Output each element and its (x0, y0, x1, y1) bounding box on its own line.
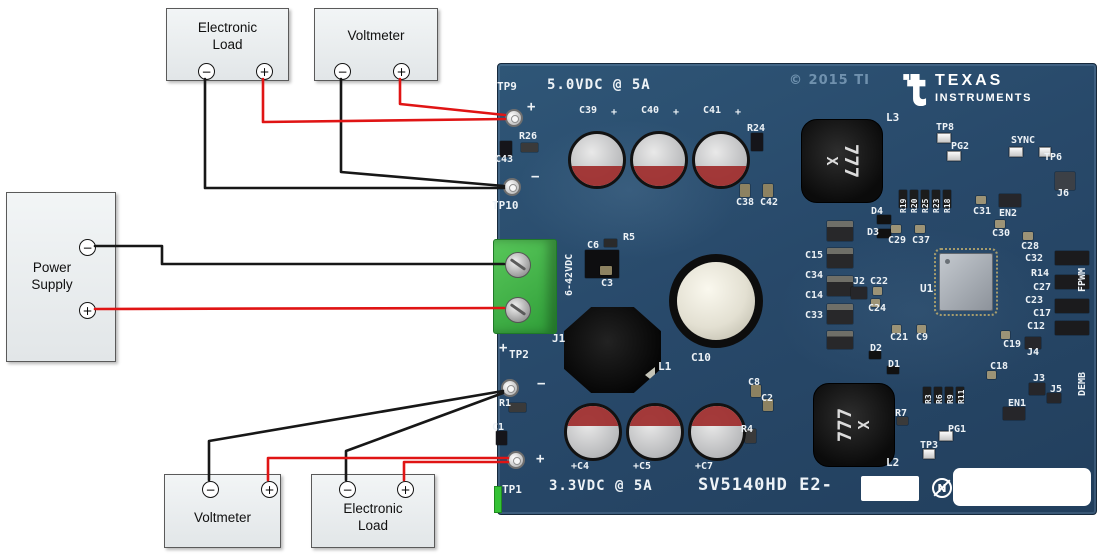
terminal-negative: − (202, 481, 219, 498)
terminal-sign: + (400, 482, 411, 497)
power-supply: Power Supply − + (6, 192, 116, 362)
input-terminal-block-j1 (493, 239, 557, 334)
wire-red (93, 306, 506, 311)
electronic-load-top: Electronic Load − + (166, 8, 289, 81)
terminal-sign: − (337, 64, 348, 79)
terminal-positive: + (256, 63, 273, 80)
terminal-sign: + (396, 64, 407, 79)
screw-slot (509, 303, 527, 316)
ti-logo: TEXAS INSTRUMENTS (902, 72, 1032, 106)
inductor-l2: 777 X (813, 383, 895, 467)
voltmeter-top: Voltmeter − + (314, 8, 438, 81)
device-label: Voltmeter (347, 28, 405, 44)
inductor-mark-777: 777 (833, 407, 856, 443)
ic-u1 (934, 248, 998, 316)
neutral-symbol: N (932, 478, 952, 498)
brand-text: TEXAS INSTRUMENTS (935, 72, 1032, 104)
wire-black (93, 244, 506, 266)
terminal-positive: + (397, 481, 414, 498)
copyright-text: © 2015 TI (789, 73, 870, 88)
ti-logo-icon (903, 74, 927, 106)
inductor-marking: 777 X (822, 143, 862, 179)
green-marker (494, 486, 502, 513)
device-label: Electronic Load (343, 501, 403, 533)
terminal-negative: − (79, 239, 96, 256)
terminal-sign: + (264, 482, 275, 497)
inductor-l1 (564, 307, 661, 393)
terminal-sign: − (205, 482, 216, 497)
brand-texas: TEXAS (935, 72, 1004, 89)
terminal-sign: − (201, 64, 212, 79)
screw-slot (509, 258, 527, 271)
wire-black (207, 389, 505, 482)
neutral-letter: N (937, 481, 947, 495)
serial-label-blank (861, 476, 919, 501)
brand-instruments: INSTRUMENTS (935, 92, 1033, 104)
terminal-positive: + (393, 63, 410, 80)
output-rail-label-5v: 5.0VDC @ 5A (547, 77, 651, 93)
inductor-triangle-mark (645, 367, 655, 383)
board-model-text: SV5140HD E2- (698, 475, 833, 495)
inductor-mark-x: X (822, 156, 841, 166)
device-label: Voltmeter (193, 509, 252, 525)
electronic-load-bottom: Electronic Load − + (311, 474, 435, 548)
terminal-sign: − (82, 240, 93, 255)
inductor-mark-x: X (854, 420, 873, 430)
terminal-negative: − (334, 63, 351, 80)
terminal-screw-vin-pos (505, 297, 531, 323)
output-rail-label-3v3: 3.3VDC @ 5A (549, 478, 653, 494)
device-label: Power Supply (31, 260, 73, 292)
evm-board: © 2015 TI TEXAS INSTRUMENTS 5.0VDC @ 5A … (493, 63, 1097, 515)
capacitor-c10 (669, 254, 763, 348)
wire-black (339, 77, 506, 188)
voltmeter-bottom: Voltmeter − + (164, 474, 281, 548)
wire-black (344, 391, 505, 482)
terminal-positive: + (261, 481, 278, 498)
wire-red (261, 77, 507, 124)
terminal-sign: + (259, 64, 270, 79)
wire-red (398, 77, 507, 117)
inductor-l3: 777 X (801, 119, 883, 203)
terminal-positive: + (79, 302, 96, 319)
label-area (953, 468, 1091, 506)
inductor-marking: 777 X (833, 407, 873, 443)
device-label: Electronic Load (197, 19, 258, 52)
terminal-screw-vin-neg (505, 252, 531, 278)
terminal-sign: + (82, 303, 93, 318)
terminal-negative: − (339, 481, 356, 498)
terminal-negative: − (198, 63, 215, 80)
inductor-mark-777: 777 (839, 143, 862, 179)
wire-black (203, 77, 506, 190)
terminal-sign: − (342, 482, 353, 497)
